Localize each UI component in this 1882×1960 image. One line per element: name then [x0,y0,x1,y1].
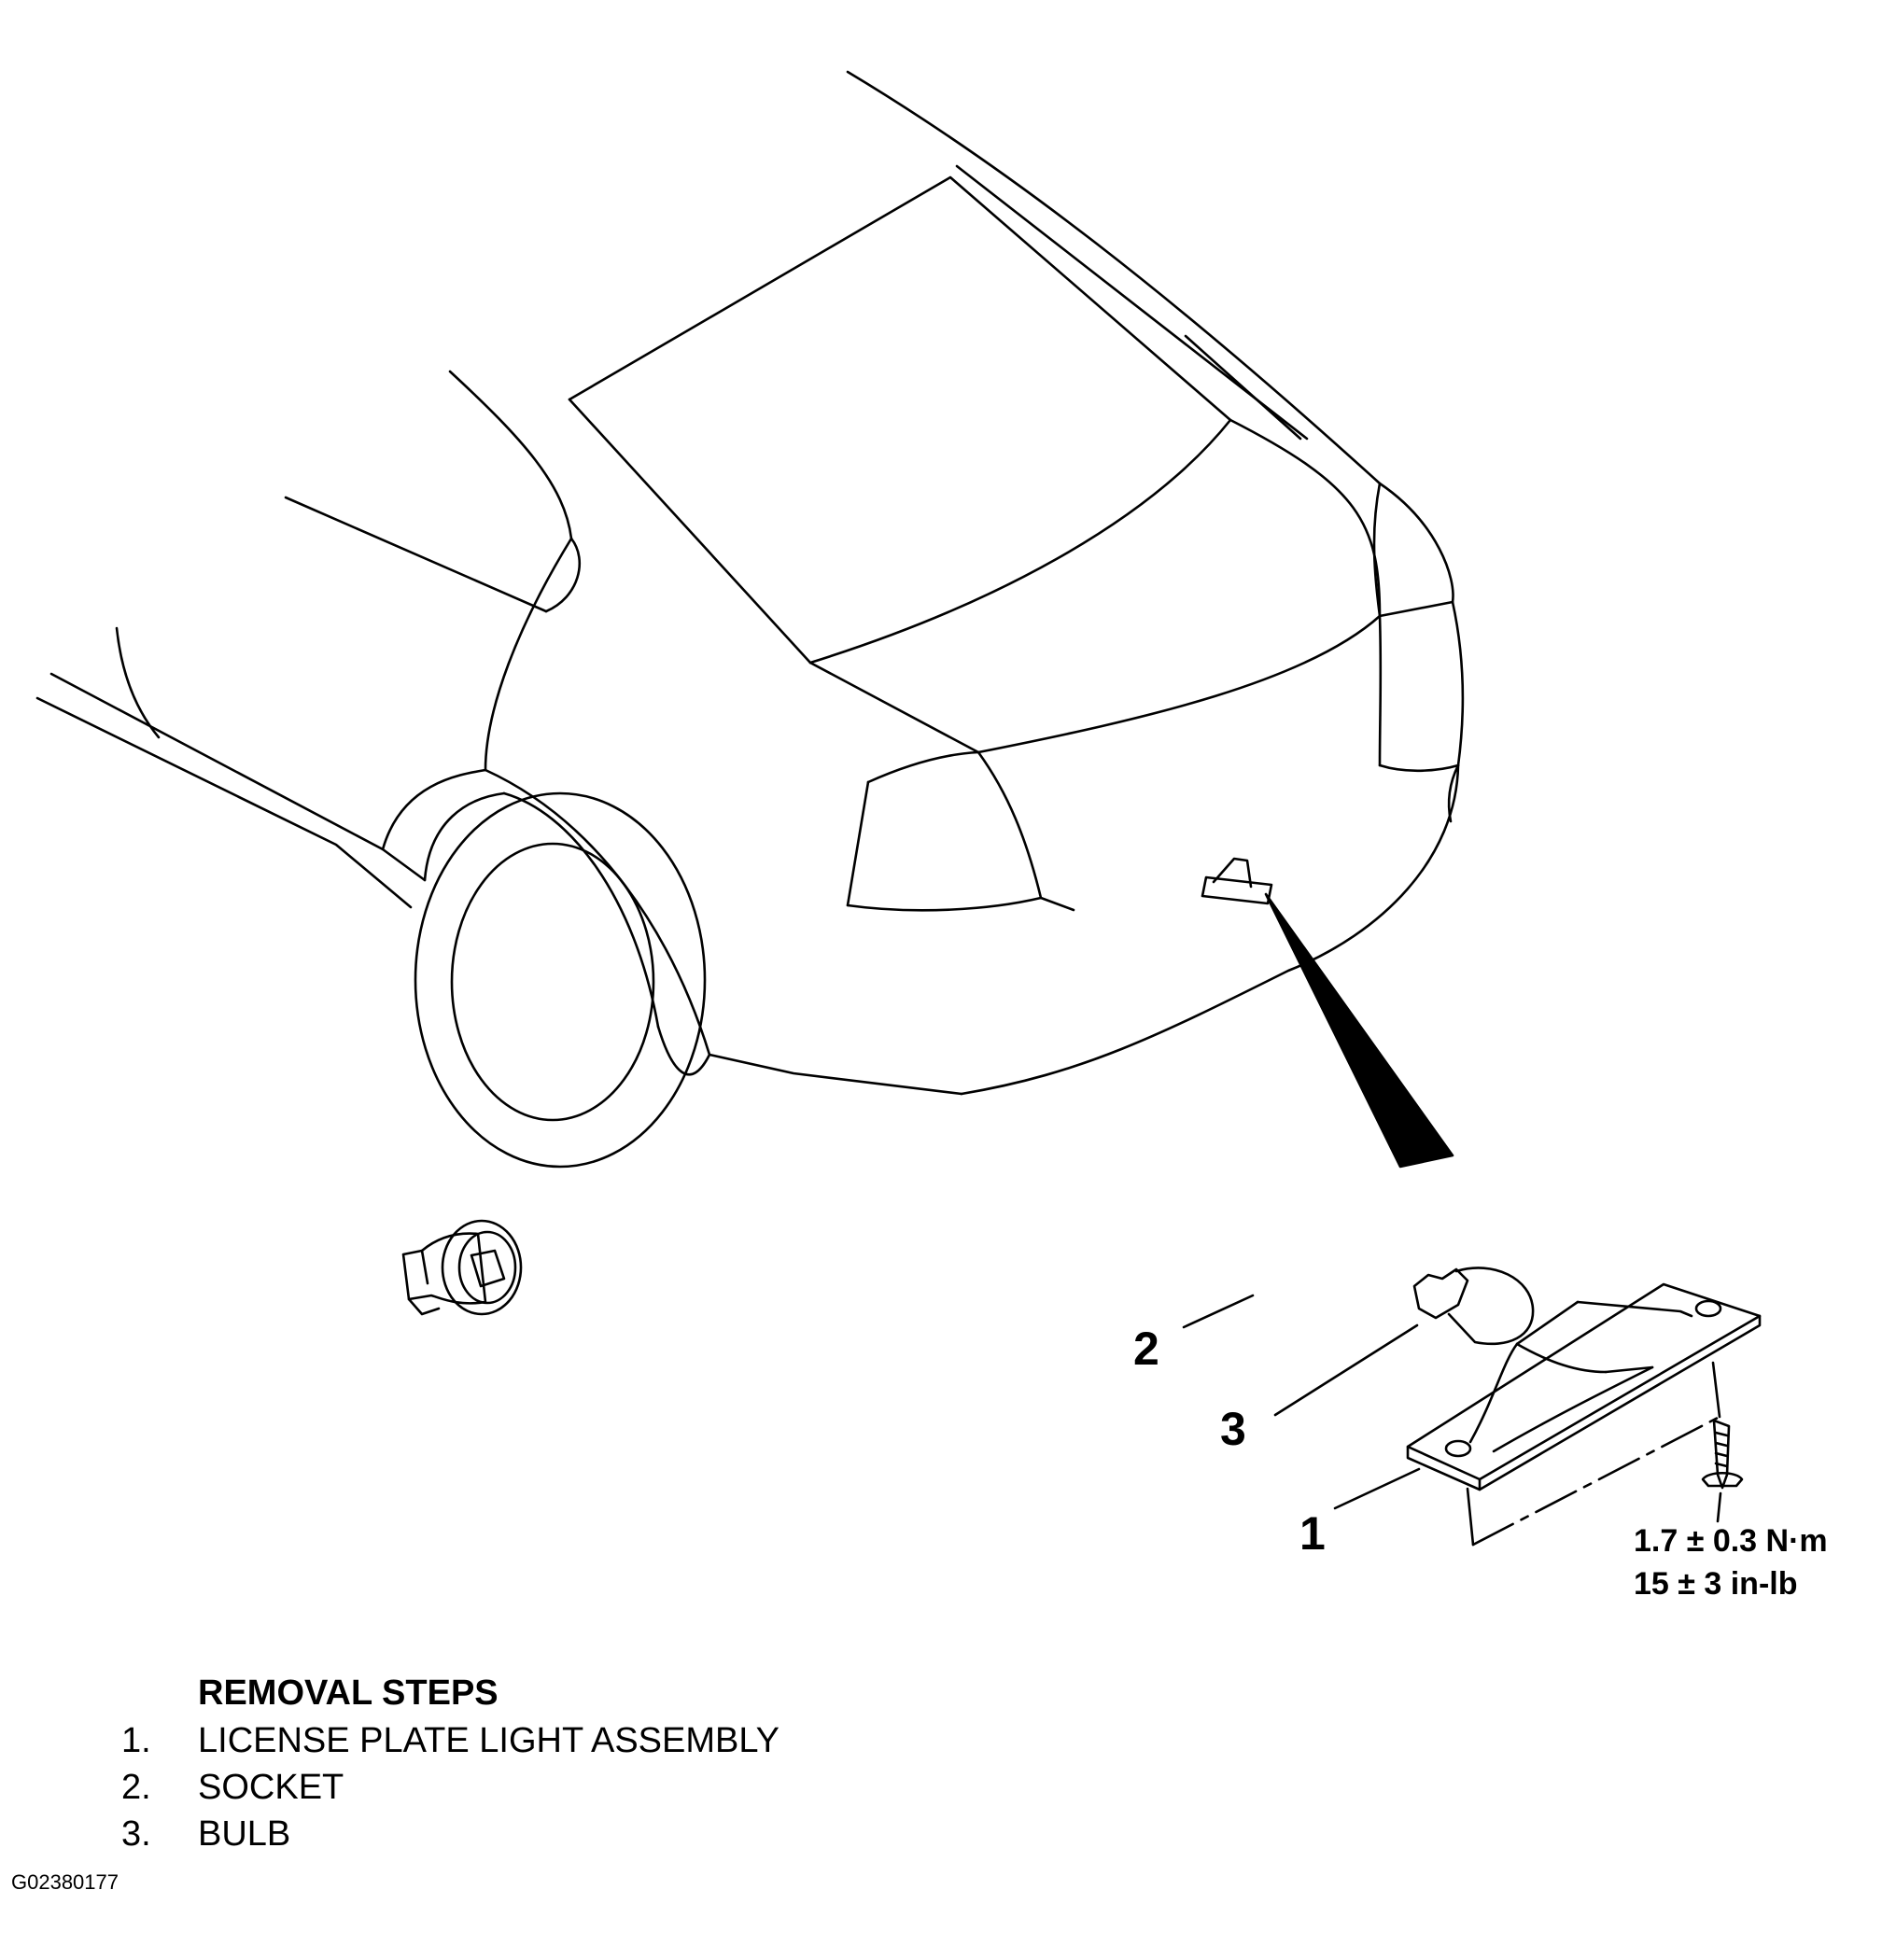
removal-steps-title: REMOVAL STEPS [198,1673,499,1713]
removal-step: 3. BULB [121,1811,779,1857]
mounting-screw [1701,1419,1744,1490]
callout-assembly: 1 [1299,1507,1326,1560]
removal-steps-list: REMOVAL STEPS 1. LICENSE PLATE LIGHT ASSE… [121,1669,779,1857]
torque-spec: 1.7 ± 0.3 N·m 15 ± 3 in-lb [1634,1519,1828,1605]
detail-pointer-arrow [1264,892,1454,1169]
step-label: LICENSE PLATE LIGHT ASSEMBLY [198,1721,780,1760]
callout-bulb: 3 [1220,1403,1246,1455]
step-number: 1. [121,1721,151,1760]
torque-leader-line [1716,1491,1722,1523]
step-number: 2. [121,1768,151,1807]
removal-step: 1. LICENSE PLATE LIGHT ASSEMBLY [121,1717,779,1764]
callout-socket: 2 [1133,1323,1159,1375]
torque-metric: 1.7 ± 0.3 N·m [1634,1523,1828,1559]
bulb-part [1412,1267,1535,1346]
torque-imperial: 15 ± 3 in-lb [1634,1566,1798,1602]
step-number: 3. [121,1814,151,1854]
car-rear-illustration [35,70,1465,1169]
figure-id: G02380177 [11,1870,119,1894]
license-plate-light-assembly [1406,1282,1762,1491]
socket-leader-line [1182,1294,1255,1329]
assembly-leader-line [1333,1467,1421,1510]
socket-part [401,1219,523,1316]
step-label: BULB [198,1814,291,1854]
screw-alignment-lines [1466,1361,1721,1547]
bulb-leader-line [1273,1323,1419,1417]
removal-step: 2. SOCKET [121,1764,779,1811]
step-label: SOCKET [198,1768,344,1807]
